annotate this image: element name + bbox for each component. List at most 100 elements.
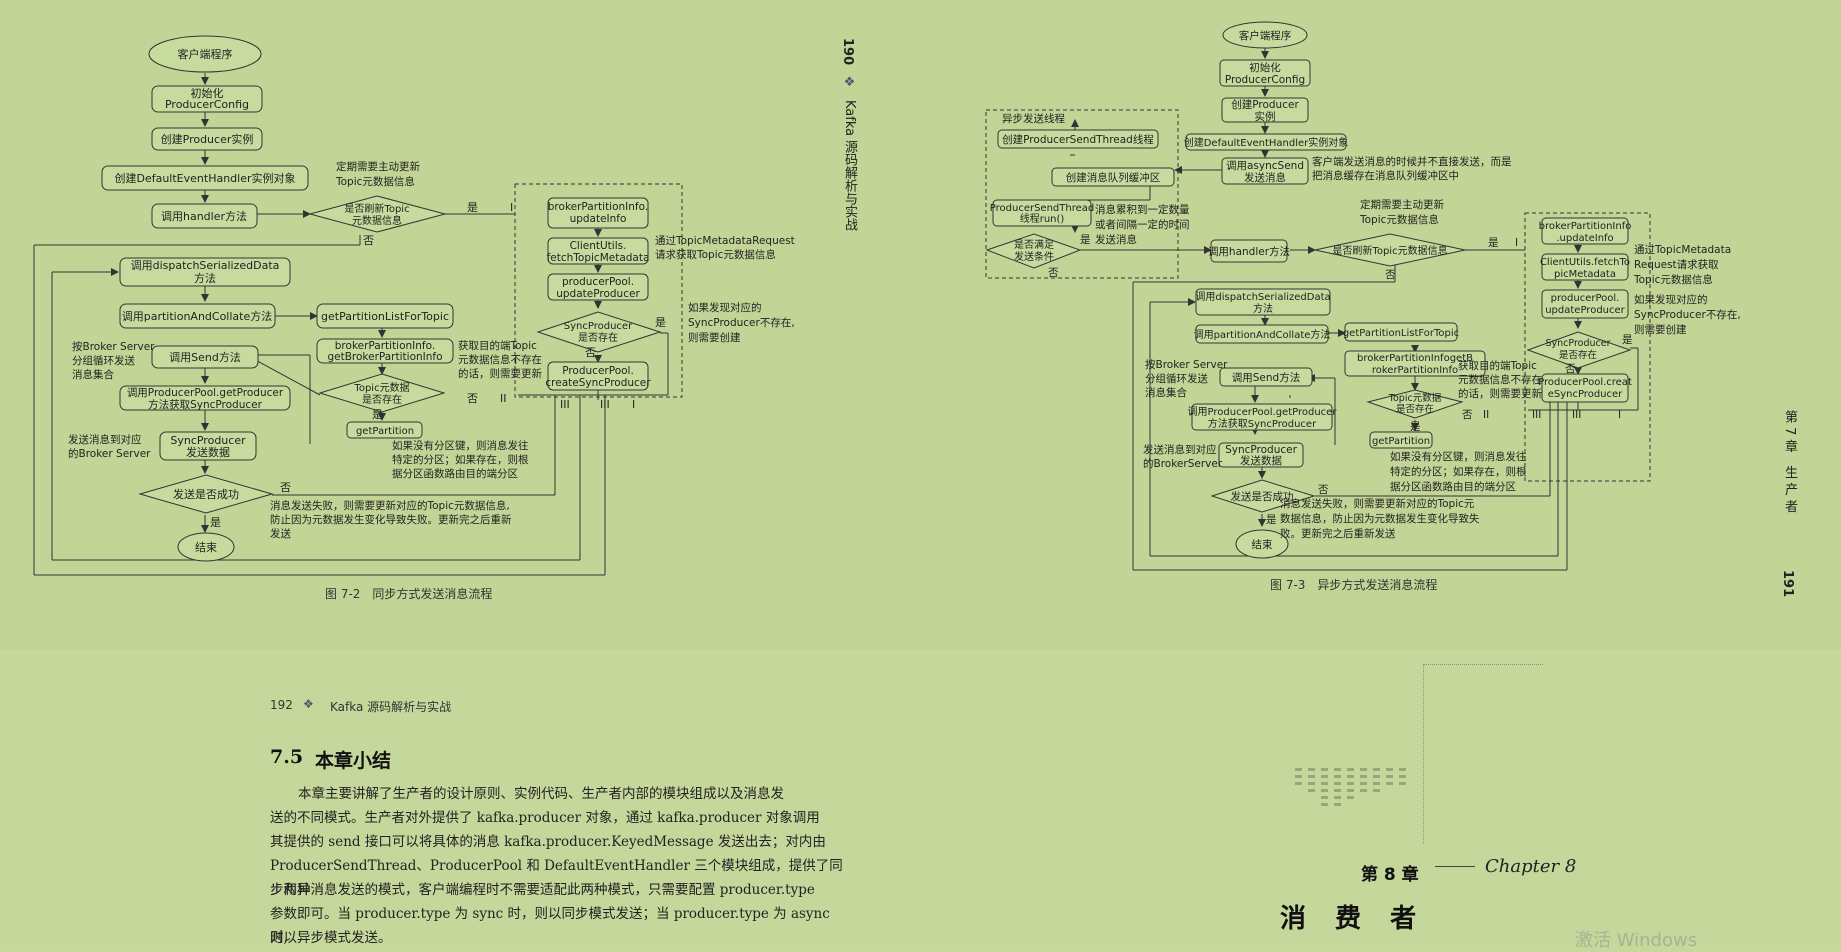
summary-line: 本章主要讲解了生产者的设计原则、实例代码、生产者内部的模块组成以及消息发: [298, 786, 784, 802]
svg-text:消息发送失败，则需要更新对应的Topic元数据信息,: 消息发送失败，则需要更新对应的Topic元数据信息,: [270, 499, 510, 512]
svg-text:如果发现对应的: 如果发现对应的: [1634, 293, 1708, 306]
figure-7-3-caption: 图 7-3 异步方式发送消息流程: [1270, 578, 1438, 592]
svg-text:发送是否成功: 发送是否成功: [173, 487, 239, 501]
svg-text:I: I: [1618, 409, 1621, 421]
svg-text:Topic元数据信息: Topic元数据信息: [1359, 213, 1439, 226]
svg-text:SyncProducer不存在,: SyncProducer不存在,: [1634, 308, 1741, 321]
svg-text:调用dispatchSerializedData: 调用dispatchSerializedData: [1195, 291, 1330, 303]
svg-text:创建Producer: 创建Producer: [1231, 98, 1299, 111]
svg-text:brokerPartitionInfo.: brokerPartitionInfo.: [335, 340, 435, 352]
svg-text:发送条件: 发送条件: [1014, 250, 1054, 263]
svg-text:是否存在: 是否存在: [1559, 349, 1597, 361]
svg-text:发送数据: 发送数据: [186, 445, 230, 459]
svg-text:的Broker Server: 的Broker Server: [68, 447, 151, 460]
svg-text:调用ProducerPool.getProducer: 调用ProducerPool.getProducer: [127, 387, 284, 399]
svg-text:否: 否: [585, 346, 596, 359]
summary-line: 其提供的 send 接口可以将具体的消息 kafka.producer.Keye…: [270, 834, 826, 850]
svg-text:是: 是: [655, 316, 666, 329]
svg-text:Topic元数据: Topic元数据: [1388, 392, 1442, 404]
section-number: 7.5: [270, 746, 304, 768]
chapter-script: Chapter 8: [1485, 856, 1577, 877]
svg-text:Topic元数据: Topic元数据: [353, 381, 409, 394]
svg-text:创建消息队列缓冲区: 创建消息队列缓冲区: [1066, 171, 1161, 184]
svg-text:调用partitionAndCollate方法: 调用partitionAndCollate方法: [122, 309, 273, 323]
svg-text:特定的分区；如果存在，则根: 特定的分区；如果存在，则根: [392, 453, 529, 466]
svg-text:Topic元数据信息: Topic元数据信息: [335, 175, 415, 188]
svg-text:据分区函数路由目的端分区: 据分区函数路由目的端分区: [1390, 480, 1516, 493]
svg-text:ProducerSendThread: ProducerSendThread: [990, 203, 1094, 214]
svg-text:方法获取SyncProducer: 方法获取SyncProducer: [148, 398, 263, 411]
svg-text:III: III: [600, 398, 610, 411]
svg-text:如果没有分区键，则消息发往: 如果没有分区键，则消息发往: [392, 439, 529, 452]
svg-text:SyncProducer: SyncProducer: [1546, 338, 1611, 349]
svg-text:producerPool.: producerPool.: [1551, 293, 1620, 304]
svg-text:消息累积到一定数量: 消息累积到一定数量: [1095, 203, 1190, 216]
svg-text:发送消息到对应: 发送消息到对应: [68, 433, 142, 446]
svg-text:调用handler方法: 调用handler方法: [161, 209, 247, 223]
book-spread-top: 客户端程序 初始化 ProducerConfig 创建Producer实例 创建…: [33, 21, 1797, 601]
svg-text:调用dispatchSerializedData: 调用dispatchSerializedData: [131, 259, 280, 272]
svg-text:元数据信息不存在: 元数据信息不存在: [1458, 373, 1542, 386]
svg-text:发送数据: 发送数据: [1240, 454, 1282, 467]
svg-text:败。更新完之后重新发送: 败。更新完之后重新发送: [1280, 527, 1396, 540]
sync-flowchart: 客户端程序 初始化 ProducerConfig 创建Producer实例 创建…: [33, 35, 795, 576]
svg-text:创建DefaultEventHandler实例对象: 创建DefaultEventHandler实例对象: [1184, 136, 1349, 149]
svg-text:getPartition: getPartition: [1372, 436, 1430, 447]
svg-text:ClientUtils.fetchTo: ClientUtils.fetchTo: [1540, 257, 1630, 268]
page-number-190: 190: [840, 38, 855, 66]
svg-text:调用Send方法: 调用Send方法: [1232, 371, 1300, 384]
svg-text:ProducerPool.creat: ProducerPool.creat: [1538, 377, 1632, 388]
svg-text:brokerPartitionInfo.: brokerPartitionInfo.: [548, 201, 648, 213]
svg-text:调用handler方法: 调用handler方法: [1208, 245, 1290, 258]
svg-text:结束: 结束: [195, 541, 217, 554]
svg-text:数据信息，防止因为元数据发生变化导致失: 数据信息，防止因为元数据发生变化导致失: [1280, 512, 1480, 525]
svg-text:调用Send方法: 调用Send方法: [169, 350, 241, 364]
decorative-dots: [1295, 768, 1406, 806]
svg-text:通过TopicMetadata: 通过TopicMetadata: [1634, 243, 1731, 256]
svg-text:III: III: [1532, 409, 1541, 421]
svg-text:结束: 结束: [1252, 538, 1274, 551]
svg-text:发送消息到对应: 发送消息到对应: [1143, 443, 1217, 456]
running-title-left: Kafka 源码解析与实战: [842, 100, 857, 232]
svg-text:ProducerConfig: ProducerConfig: [165, 98, 249, 111]
svg-text:按Broker Server: 按Broker Server: [72, 340, 155, 353]
svg-text:是否存在: 是否存在: [578, 331, 618, 344]
svg-text:线程run(): 线程run(): [1020, 212, 1065, 225]
svg-text:否: 否: [1462, 409, 1473, 421]
svg-text:创建DefaultEventHandler实例对象: 创建DefaultEventHandler实例对象: [114, 171, 295, 185]
svg-text:调用ProducerPool.getProducer: 调用ProducerPool.getProducer: [1188, 406, 1338, 418]
svg-text:picMetadata: picMetadata: [1554, 269, 1616, 280]
summary-line: 送的不同模式。生产者对外提供了 kafka.producer 对象，通过 kaf…: [270, 810, 820, 826]
svg-text:按Broker Server: 按Broker Server: [1145, 358, 1228, 371]
section-title: 本章小结: [315, 750, 392, 772]
svg-text:III: III: [1572, 409, 1581, 421]
svg-text:getBrokerPartitionInfo: getBrokerPartitionInfo: [327, 351, 442, 363]
svg-text:updateInfo: updateInfo: [570, 213, 627, 225]
svg-text:请求获取Topic元数据信息: 请求获取Topic元数据信息: [655, 248, 776, 261]
svg-text:的话，则需要更新: 的话，则需要更新: [458, 367, 542, 380]
chapter-marker: 第 7 章 生 产 者: [1782, 410, 1797, 513]
ornament-icon: ❖: [303, 697, 314, 711]
svg-text:rokerPartitionInfo: rokerPartitionInfo: [1372, 365, 1458, 376]
svg-text:III: III: [560, 398, 570, 411]
svg-text:方法获取SyncProducer: 方法获取SyncProducer: [1208, 417, 1317, 430]
svg-text:或者间隔一定的时间: 或者间隔一定的时间: [1095, 218, 1190, 231]
svg-text:Request请求获取: Request请求获取: [1634, 258, 1719, 271]
svg-text:元数据信息不存在: 元数据信息不存在: [458, 353, 542, 366]
svg-text:获取目的端Topic: 获取目的端Topic: [458, 339, 537, 352]
svg-text:是: 是: [1266, 514, 1277, 526]
svg-text:否: 否: [1048, 267, 1059, 279]
svg-text:发送消息: 发送消息: [1244, 171, 1286, 184]
svg-text:异步发送线程: 异步发送线程: [1002, 112, 1065, 125]
svg-text:方法: 方法: [194, 271, 216, 285]
svg-text:I: I: [632, 398, 635, 411]
svg-text:特定的分区；如果存在，则根: 特定的分区；如果存在，则根: [1390, 465, 1527, 478]
svg-text:getPartitionListForTopic: getPartitionListForTopic: [1343, 328, 1459, 339]
svg-text:否: 否: [363, 234, 374, 247]
chapter-label: 第 8 章: [1361, 865, 1419, 885]
start-node: [148, 35, 262, 73]
svg-text:getPartition: getPartition: [356, 426, 414, 437]
svg-text:的话，则需要更新: 的话，则需要更新: [1458, 387, 1542, 400]
svg-text:定期需要主动更新: 定期需要主动更新: [336, 160, 420, 173]
async-flowchart: 客户端程序 初始化 ProducerConfig 创建Producer 实例 创…: [985, 21, 1741, 571]
